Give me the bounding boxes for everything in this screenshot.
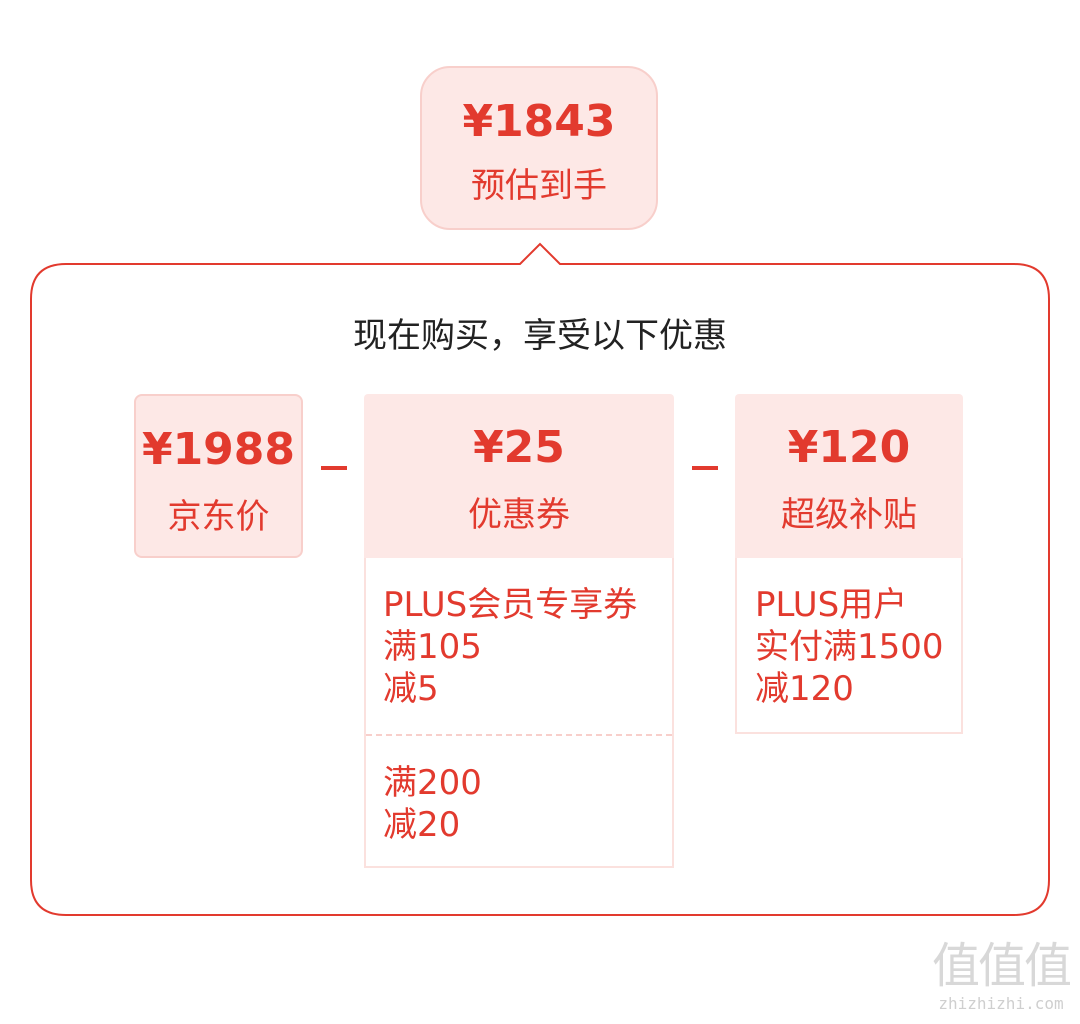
jd-price-tile: ¥1988 京东价 [134,394,303,558]
offers-heading: 现在购买，享受以下优惠 [353,316,727,356]
watermark-url: zhizhizhi.com [938,994,1064,1013]
coupon-amount: ¥25 [473,422,565,473]
subsidy-tile: ¥120 超级补贴 [735,394,963,558]
jd-price: ¥1988 [141,424,296,475]
minus-sign [321,466,347,470]
coupon-tile: ¥25 优惠券 [364,394,674,558]
coupon-details-panel: PLUS会员专享券 满105 减5 满200 减20 [364,558,674,868]
coupon-detail-item: 满200 减20 [383,763,482,845]
subsidy-details-panel: PLUS用户 实付满1500 减120 [735,558,963,734]
watermark-logo: 值值值 zhizhizhi.com [928,938,1074,1018]
subsidy-detail-item: PLUS用户 实付满1500 减120 [755,585,944,709]
dashed-divider [366,734,672,736]
estimated-price-bubble: ¥1843 预估到手 [420,66,658,230]
estimated-price-label: 预估到手 [471,166,607,206]
jd-price-label: 京东价 [167,497,270,537]
watermark-glyphs: 值值值 [931,938,1072,994]
subsidy-amount: ¥120 [787,422,911,473]
minus-sign [692,466,718,470]
coupon-detail-item: PLUS会员专享券 满105 减5 [383,585,638,709]
coupon-label: 优惠券 [468,495,570,535]
subsidy-label: 超级补贴 [781,495,917,535]
estimated-price: ¥1843 [462,96,616,147]
